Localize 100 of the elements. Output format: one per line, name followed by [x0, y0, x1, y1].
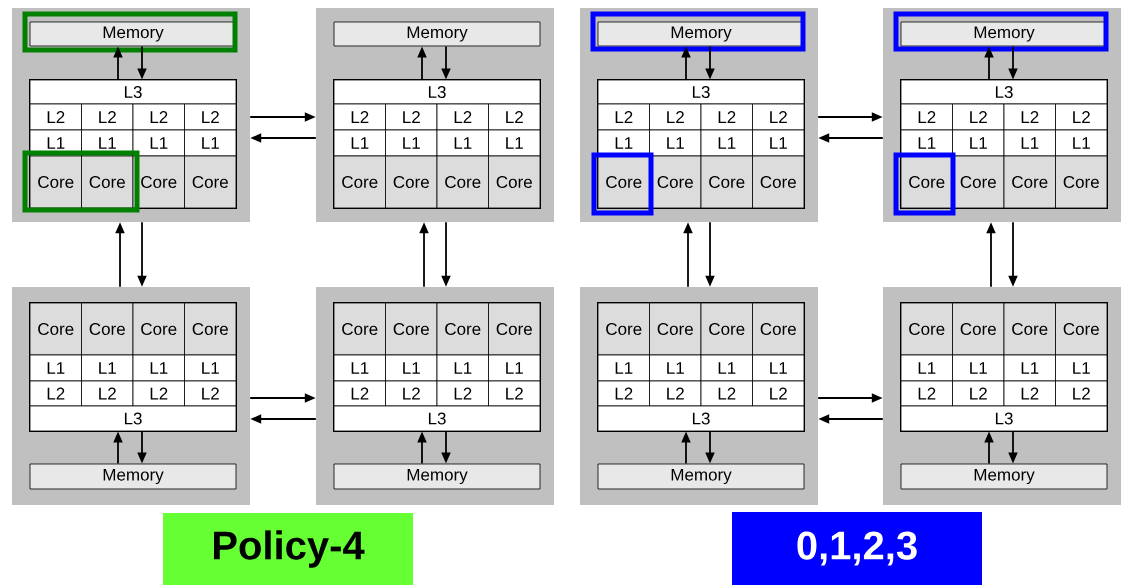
cache-cell: L2 [184, 103, 237, 131]
core-cell: Core [333, 302, 386, 356]
core-cell: Core [700, 302, 753, 356]
core-cell: Core [436, 302, 489, 356]
cache-cell: L2 [385, 380, 438, 407]
cache-cell: L1 [385, 354, 438, 382]
cache-cell: L2 [333, 380, 386, 407]
cache-cell: L2 [952, 103, 1005, 131]
cache-cell: L1 [597, 354, 650, 382]
cache-cell: L2 [81, 103, 134, 131]
cache-cell: L1 [488, 354, 541, 382]
cache-cell: L1 [333, 354, 386, 382]
core-cell: Core [752, 155, 805, 209]
cache-cell: L2 [333, 103, 386, 131]
core-cell: Core [436, 155, 489, 209]
cache-cell: L1 [385, 129, 438, 157]
cache-cell: L2 [385, 103, 438, 131]
cache-cell: L2 [597, 103, 650, 131]
cache-cell: L1 [649, 354, 702, 382]
cache-cell: L2 [700, 380, 753, 407]
core-cell: Core [700, 155, 753, 209]
cache-cell: L1 [900, 354, 953, 382]
cache-cell: L1 [752, 129, 805, 157]
policy-label: Policy-4 [163, 513, 413, 585]
cache-cell: L2 [700, 103, 753, 131]
cache-cell: L1 [597, 129, 650, 157]
core-cell: Core [184, 302, 237, 356]
cache-cell: L1 [81, 354, 134, 382]
cache-cell: L1 [1055, 129, 1108, 157]
cache-cell: L1 [752, 354, 805, 382]
core-cell: Core [900, 302, 953, 356]
core-cell: Core [132, 302, 185, 356]
cache-cell: L2 [752, 380, 805, 407]
core-cell: Core [488, 155, 541, 209]
cache-cell: L2 [952, 380, 1005, 407]
core-cell: Core [184, 155, 237, 209]
memory-box: Memory [333, 21, 541, 47]
memory-box: Memory [900, 463, 1108, 490]
core-cell: Core [597, 155, 650, 209]
cache-cell: L1 [700, 354, 753, 382]
core-cell: Core [900, 155, 953, 209]
cache-cell: L2 [649, 103, 702, 131]
memory-box: Memory [333, 463, 541, 490]
cache-cell: L1 [436, 129, 489, 157]
cache-cell: L1 [952, 129, 1005, 157]
cache-cell: L1 [184, 354, 237, 382]
memory-box: Memory [900, 21, 1108, 47]
cache-cell: L1 [1003, 129, 1056, 157]
core-cell: Core [1003, 155, 1056, 209]
core-cell: Core [29, 302, 82, 356]
cache-cell: L2 [649, 380, 702, 407]
cache-cell: L2 [436, 380, 489, 407]
cache-cell: L1 [900, 129, 953, 157]
cache-cell: L1 [29, 354, 82, 382]
cache-cell: L1 [184, 129, 237, 157]
core-cell: Core [81, 155, 134, 209]
core-cell: Core [952, 155, 1005, 209]
core-cell: Core [488, 302, 541, 356]
core-cell: Core [81, 302, 134, 356]
cache-cell: L2 [29, 380, 82, 407]
cache-cell: L1 [649, 129, 702, 157]
core-cell: Core [597, 302, 650, 356]
cache-cell: L1 [488, 129, 541, 157]
memory-box: Memory [597, 463, 805, 490]
cache-cell: L2 [488, 380, 541, 407]
core-cell: Core [1003, 302, 1056, 356]
cache-cell: L1 [132, 354, 185, 382]
cache-cell: L1 [952, 354, 1005, 382]
core-cell: Core [29, 155, 82, 209]
core-cell: Core [333, 155, 386, 209]
cache-cell: L2 [488, 103, 541, 131]
cache-cell: L2 [436, 103, 489, 131]
cache-cell: L1 [700, 129, 753, 157]
cache-cell: L1 [1003, 354, 1056, 382]
memory-box: Memory [29, 463, 237, 490]
memory-box: Memory [29, 21, 237, 47]
cache-cell: L2 [132, 380, 185, 407]
cache-cell: L2 [184, 380, 237, 407]
cache-cell: L1 [1055, 354, 1108, 382]
core-cell: Core [385, 155, 438, 209]
core-cell: Core [1055, 302, 1108, 356]
cache-cell: L1 [436, 354, 489, 382]
cache-cell: L2 [1055, 380, 1108, 407]
cache-cell: L2 [29, 103, 82, 131]
cache-cell: L2 [1055, 103, 1108, 131]
cache-cell: L2 [597, 380, 650, 407]
cache-cell: L2 [132, 103, 185, 131]
policy-label: 0,1,2,3 [732, 512, 982, 585]
core-cell: Core [752, 302, 805, 356]
core-cell: Core [385, 302, 438, 356]
core-cell: Core [1055, 155, 1108, 209]
cache-cell: L2 [752, 103, 805, 131]
cache-cell: L1 [132, 129, 185, 157]
core-cell: Core [952, 302, 1005, 356]
cache-cell: L2 [900, 380, 953, 407]
cache-cell: L2 [81, 380, 134, 407]
cache-cell: L2 [1003, 103, 1056, 131]
core-cell: Core [649, 302, 702, 356]
cache-cell: L1 [333, 129, 386, 157]
cache-cell: L2 [900, 103, 953, 131]
